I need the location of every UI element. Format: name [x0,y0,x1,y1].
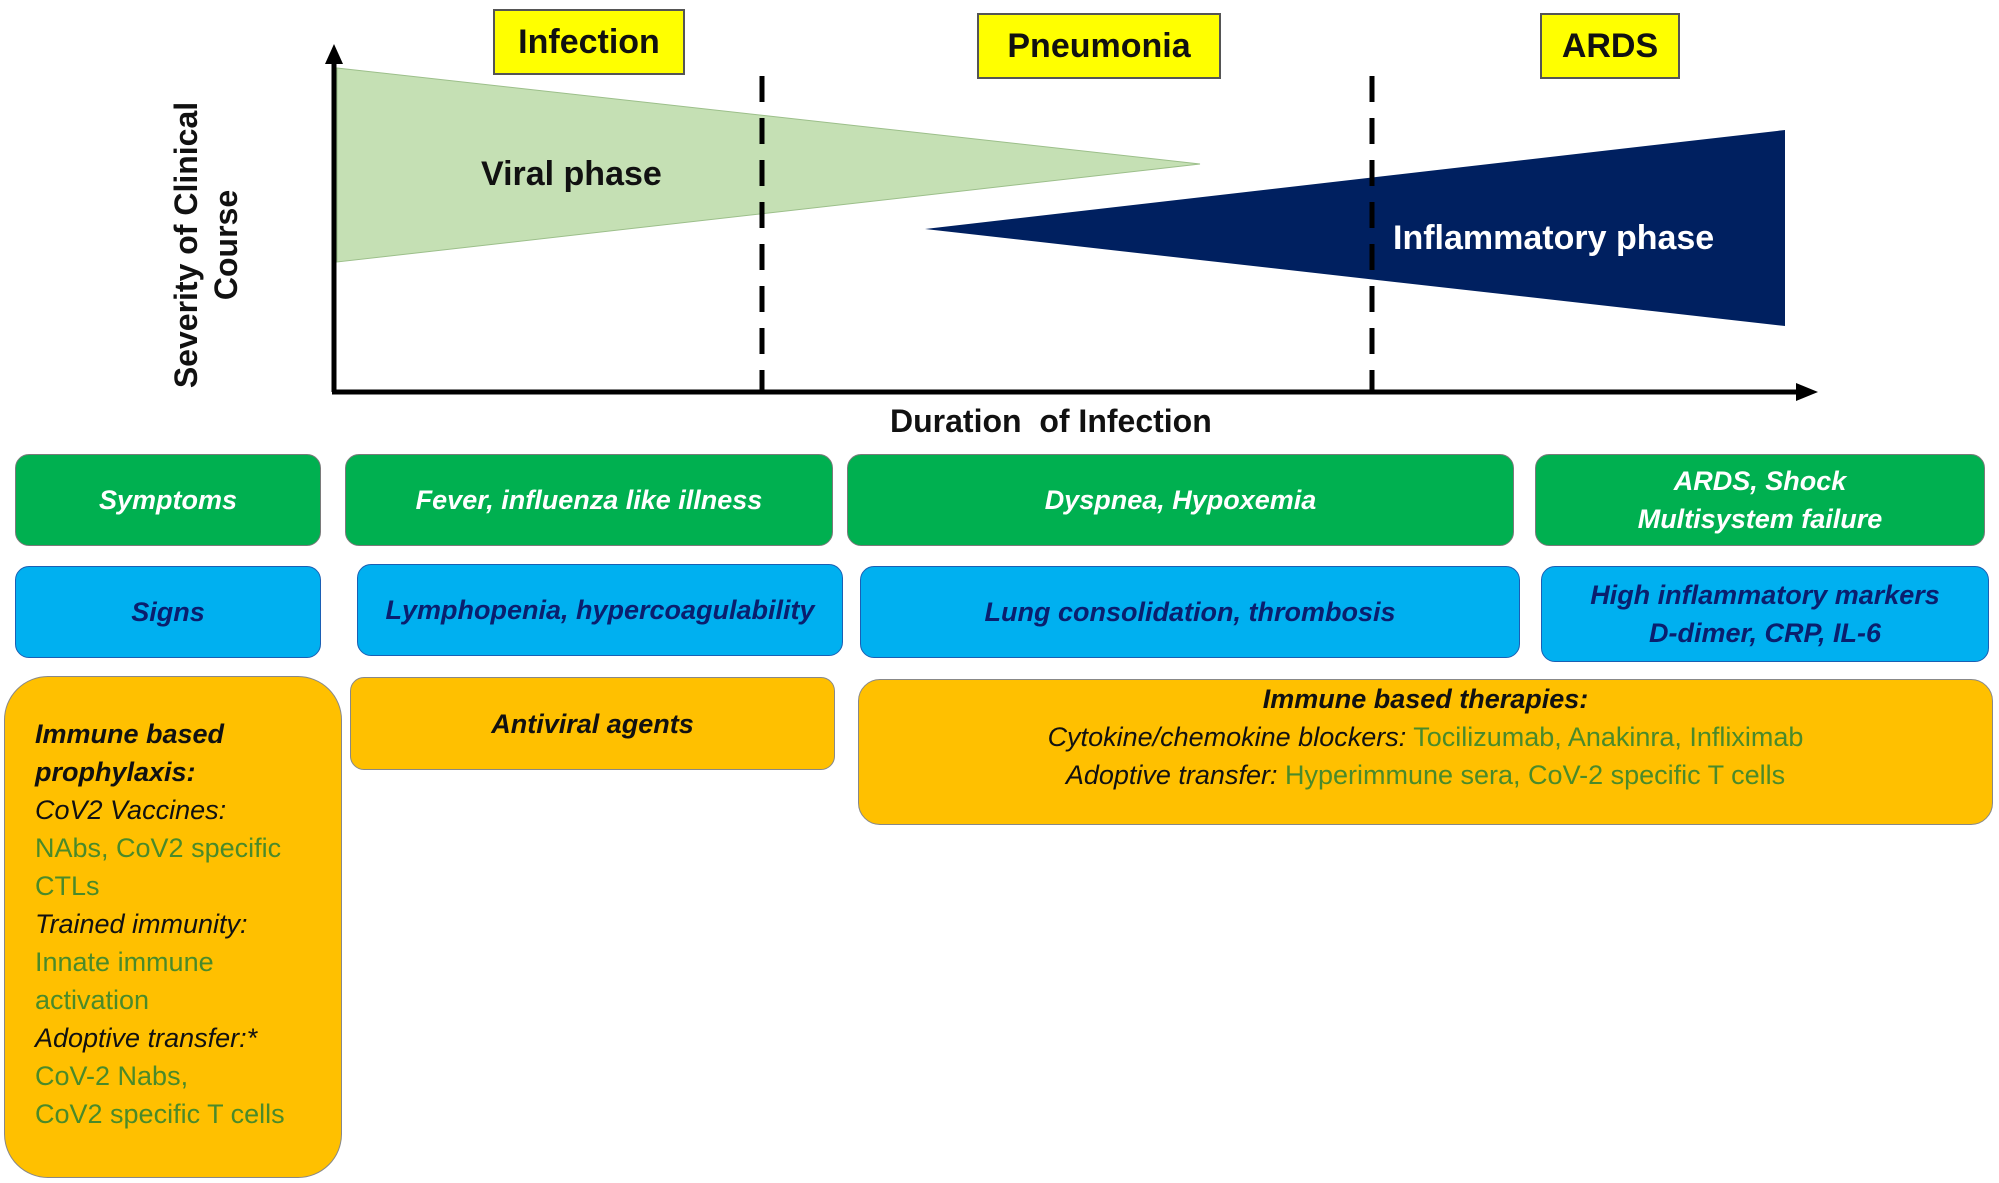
stage-label-pneumonia: Pneumonia [977,13,1221,79]
signs-ards-box: High inflammatory markers D-dimer, CRP, … [1541,566,1989,662]
cytokine-label: Cytokine/chemokine blockers: [1047,722,1407,752]
symptoms-ards-line2: Multisystem failure [1637,504,1883,534]
y-axis-label-line2: Course [208,189,244,301]
prophylaxis-box: Immune based prophylaxis: CoV2 Vaccines:… [4,676,342,1178]
stage-label-infection: Infection [493,9,685,75]
y-axis-arrowhead [325,44,343,64]
signs-label: Signs [131,597,205,627]
vaccines-label: CoV2 Vaccines: [35,795,227,825]
viral-phase-wedge [336,67,1201,263]
therapies-cytokine-line: Cytokine/chemokine blockers: Tocilizumab… [859,718,1992,756]
symptoms-infection-box: Fever, influenza like illness [345,454,833,546]
therapies-title: Immune based therapies: [1262,684,1589,714]
antiviral-box: Antiviral agents [350,677,835,770]
signs-infection-box: Lymphopenia, hypercoagulability [357,564,843,656]
vaccines-line1: NAbs, CoV2 specific [35,833,282,863]
symptoms-pneumonia-text: Dyspnea, Hypoxemia [1044,485,1317,515]
adoptive-transfer-line2: CoV2 specific T cells [35,1099,285,1129]
signs-label-box: Signs [15,566,321,658]
signs-ards-line1: High inflammatory markers [1590,580,1940,610]
cytokine-value: Tocilizumab, Anakinra, Infliximab [1406,722,1804,752]
y-axis-label-line1: Severity of Clinical [168,101,204,389]
therapies-adoptive-line: Adoptive transfer: Hyperimmune sera, CoV… [859,756,1992,794]
signs-pneumonia-box: Lung consolidation, thrombosis [860,566,1520,658]
therapies-adoptive-value: Hyperimmune sera, CoV-2 specific T cells [1277,760,1786,790]
symptoms-ards-box: ARDS, Shock Multisystem failure [1535,454,1985,546]
vaccines-line2: CTLs [35,871,100,901]
symptoms-label-box: Symptoms [15,454,321,546]
prophylaxis-title-line2: prophylaxis: [35,757,196,787]
inflammatory-phase-wedge [925,130,1785,326]
adoptive-transfer-label: Adoptive transfer:* [35,1023,258,1053]
stage-label-ards: ARDS [1540,13,1680,79]
adoptive-transfer-line1: CoV-2 Nabs, [35,1061,189,1091]
trained-immunity-label: Trained immunity: [35,909,248,939]
viral-phase-label: Viral phase [481,155,662,193]
x-axis-label: Duration of Infection [890,403,1212,439]
immune-therapies-box: Immune based therapies: Cytokine/chemoki… [858,679,1993,825]
trained-immunity-line1: Innate immune [35,947,214,977]
symptoms-ards-line1: ARDS, Shock [1673,466,1847,496]
trained-immunity-line2: activation [35,985,150,1015]
x-axis-arrowhead [1796,383,1818,401]
therapies-adoptive-label: Adoptive transfer: [1065,760,1278,790]
antiviral-text: Antiviral agents [491,708,694,739]
symptoms-label: Symptoms [98,485,238,515]
symptoms-infection-text: Fever, influenza like illness [415,485,763,515]
signs-pneumonia-text: Lung consolidation, thrombosis [984,597,1396,627]
symptoms-pneumonia-box: Dyspnea, Hypoxemia [847,454,1514,546]
signs-infection-text: Lymphopenia, hypercoagulability [385,595,815,625]
prophylaxis-title-line1: Immune based [35,719,225,749]
signs-ards-line2: D-dimer, CRP, IL-6 [1648,618,1882,648]
inflammatory-phase-label: Inflammatory phase [1393,219,1715,257]
